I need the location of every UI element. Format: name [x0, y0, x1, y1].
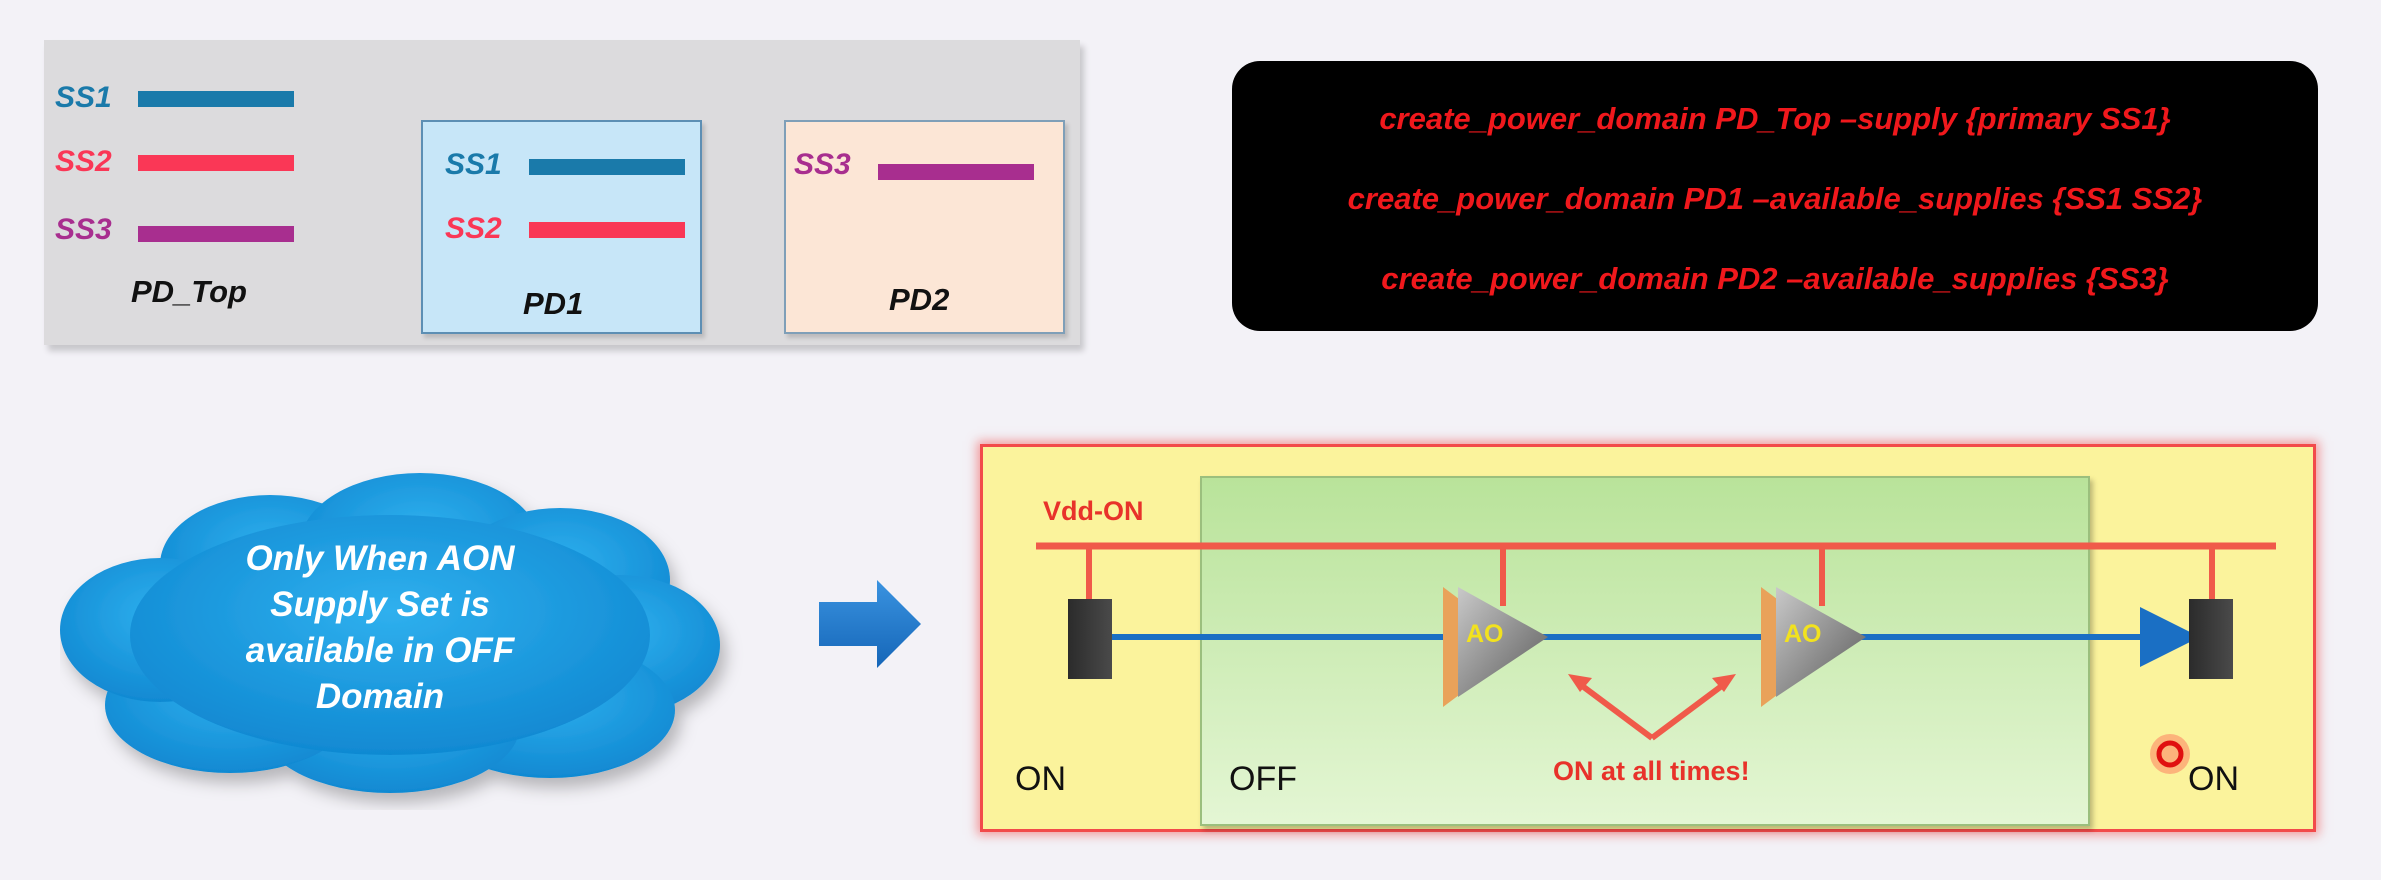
annotation-arrowhead-left — [1568, 674, 1592, 692]
right-cell-box — [2189, 599, 2233, 679]
ao-buffer-1-label: AO — [1466, 620, 1504, 648]
pd2-box: SS3 PD2 — [784, 120, 1065, 334]
annotation-arrows — [1575, 679, 1729, 741]
right-on-label: ON — [2188, 760, 2239, 798]
pd-top-ss1-label: SS1 — [55, 81, 112, 114]
diagram-wiring — [1036, 542, 2276, 774]
cursor-ring-icon — [2156, 740, 2184, 768]
supply-set-panel: SS1 SS2 SS3 PD_Top SS1 SS2 PD1 SS3 PD2 — [44, 40, 1080, 345]
cursor-glow — [2150, 734, 2190, 774]
pd-top-name: PD_Top — [131, 274, 247, 309]
pd-top-ss2-label: SS2 — [55, 145, 112, 178]
pd2-ss3-bar — [878, 164, 1034, 180]
cloud-line-3: available in OFF — [245, 631, 515, 670]
annotation-arrowhead-right — [1712, 674, 1736, 692]
command-line-1: create_power_domain PD_Top –supply {prim… — [1379, 101, 2171, 136]
right-arrow-icon — [819, 580, 921, 668]
pd1-ss2-label: SS2 — [445, 212, 502, 245]
pd-top-ss3-label: SS3 — [55, 213, 112, 246]
ao-buffer-2-label: AO — [1784, 620, 1822, 648]
command-line-2: create_power_domain PD1 –available_suppl… — [1347, 181, 2203, 216]
ao-buffer-2-icon — [1776, 587, 1866, 697]
pd2-name: PD2 — [889, 282, 950, 317]
pd1-ss2-bar — [529, 222, 685, 238]
pd1-ss1-bar — [529, 159, 685, 175]
pd-top-ss2-bar — [138, 155, 294, 171]
pd-top-ss3-bar — [138, 226, 294, 242]
off-label: OFF — [1229, 760, 1297, 798]
cloud-line-4: Domain — [315, 677, 445, 716]
ao-buffer-1-icon — [1458, 587, 1548, 697]
pd1-ss1-label: SS1 — [445, 148, 502, 181]
pd-top-ss1-bar — [138, 91, 294, 107]
off-domain-region — [1200, 476, 2090, 826]
cloud-line-2: Supply Set is — [270, 585, 490, 624]
command-box: create_power_domain PD_Top –supply {prim… — [1232, 61, 2318, 331]
left-cell-box — [1068, 599, 1112, 679]
cloud-shape — [60, 473, 720, 793]
vdd-on-label: Vdd-ON — [1043, 496, 1144, 526]
left-on-label: ON — [1015, 760, 1066, 798]
on-at-all-times-label: ON at all times! — [1553, 756, 1750, 786]
pd1-name: PD1 — [523, 286, 584, 321]
cloud-text: Only When AON Supply Set is available in… — [160, 536, 600, 720]
pd1-box: SS1 SS2 PD1 — [421, 120, 702, 334]
cloud-line-1: Only When AON — [245, 539, 515, 578]
pd2-ss3-label: SS3 — [794, 148, 851, 181]
command-line-3: create_power_domain PD2 –available_suppl… — [1381, 261, 2169, 296]
